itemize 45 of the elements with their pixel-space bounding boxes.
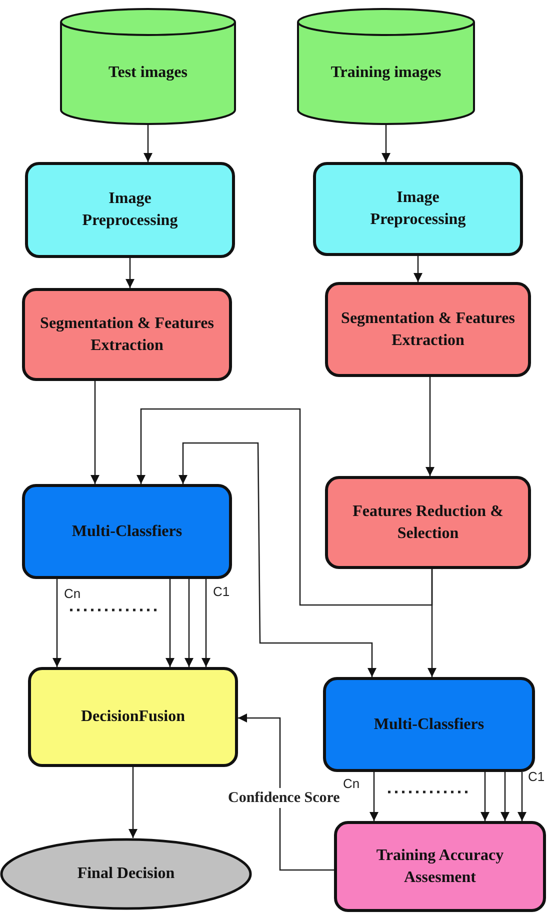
process-box bbox=[325, 476, 531, 569]
arrow bbox=[128, 767, 138, 838]
process-box bbox=[313, 162, 523, 256]
edge-label: C1 bbox=[213, 585, 230, 600]
process-box bbox=[28, 667, 238, 767]
edge-label: C1 bbox=[528, 770, 545, 784]
arrow bbox=[428, 569, 436, 677]
node-label: Training images bbox=[330, 63, 442, 84]
arrow bbox=[426, 377, 434, 476]
process-box bbox=[325, 282, 531, 377]
arrow bbox=[178, 442, 376, 677]
arrow bbox=[414, 256, 422, 282]
node-label: Image Preprocessing bbox=[369, 188, 467, 230]
process-box bbox=[25, 162, 235, 258]
node-label: Test images bbox=[108, 63, 188, 84]
edge-label: Confidence Score bbox=[228, 788, 340, 808]
node-label: Features Reduction & Selection bbox=[352, 502, 504, 544]
process-box bbox=[323, 677, 535, 772]
edge-label: Cn bbox=[64, 587, 81, 602]
arrow bbox=[90, 381, 100, 484]
arrow bbox=[126, 258, 134, 288]
arrow bbox=[166, 579, 174, 667]
arrow bbox=[202, 579, 210, 667]
node-label: DecisionFusion bbox=[80, 707, 185, 728]
arrow bbox=[518, 772, 526, 821]
node-label: Image Preprocessing bbox=[81, 189, 179, 231]
node-label: Multi-Classfiers bbox=[72, 522, 182, 542]
arrow bbox=[480, 772, 490, 821]
node-label: Training Accuracy Assesment bbox=[375, 846, 505, 888]
arrow bbox=[500, 772, 510, 821]
process-box bbox=[22, 288, 232, 381]
process-box bbox=[334, 821, 546, 912]
arrow bbox=[370, 772, 378, 821]
arrow bbox=[238, 714, 334, 871]
node-label: Segmentation & Features Extraction bbox=[340, 308, 516, 350]
node-label: Multi-Classfiers bbox=[374, 714, 484, 735]
node-label: Final Decision bbox=[77, 864, 175, 884]
arrow bbox=[52, 579, 62, 667]
node-label: Segmentation & Features Extraction bbox=[40, 314, 214, 356]
process-box bbox=[22, 484, 232, 579]
edge-label: Cn bbox=[343, 777, 360, 792]
arrow bbox=[144, 124, 152, 162]
arrow bbox=[382, 124, 390, 162]
arrow bbox=[184, 579, 194, 667]
arrow bbox=[136, 408, 433, 606]
